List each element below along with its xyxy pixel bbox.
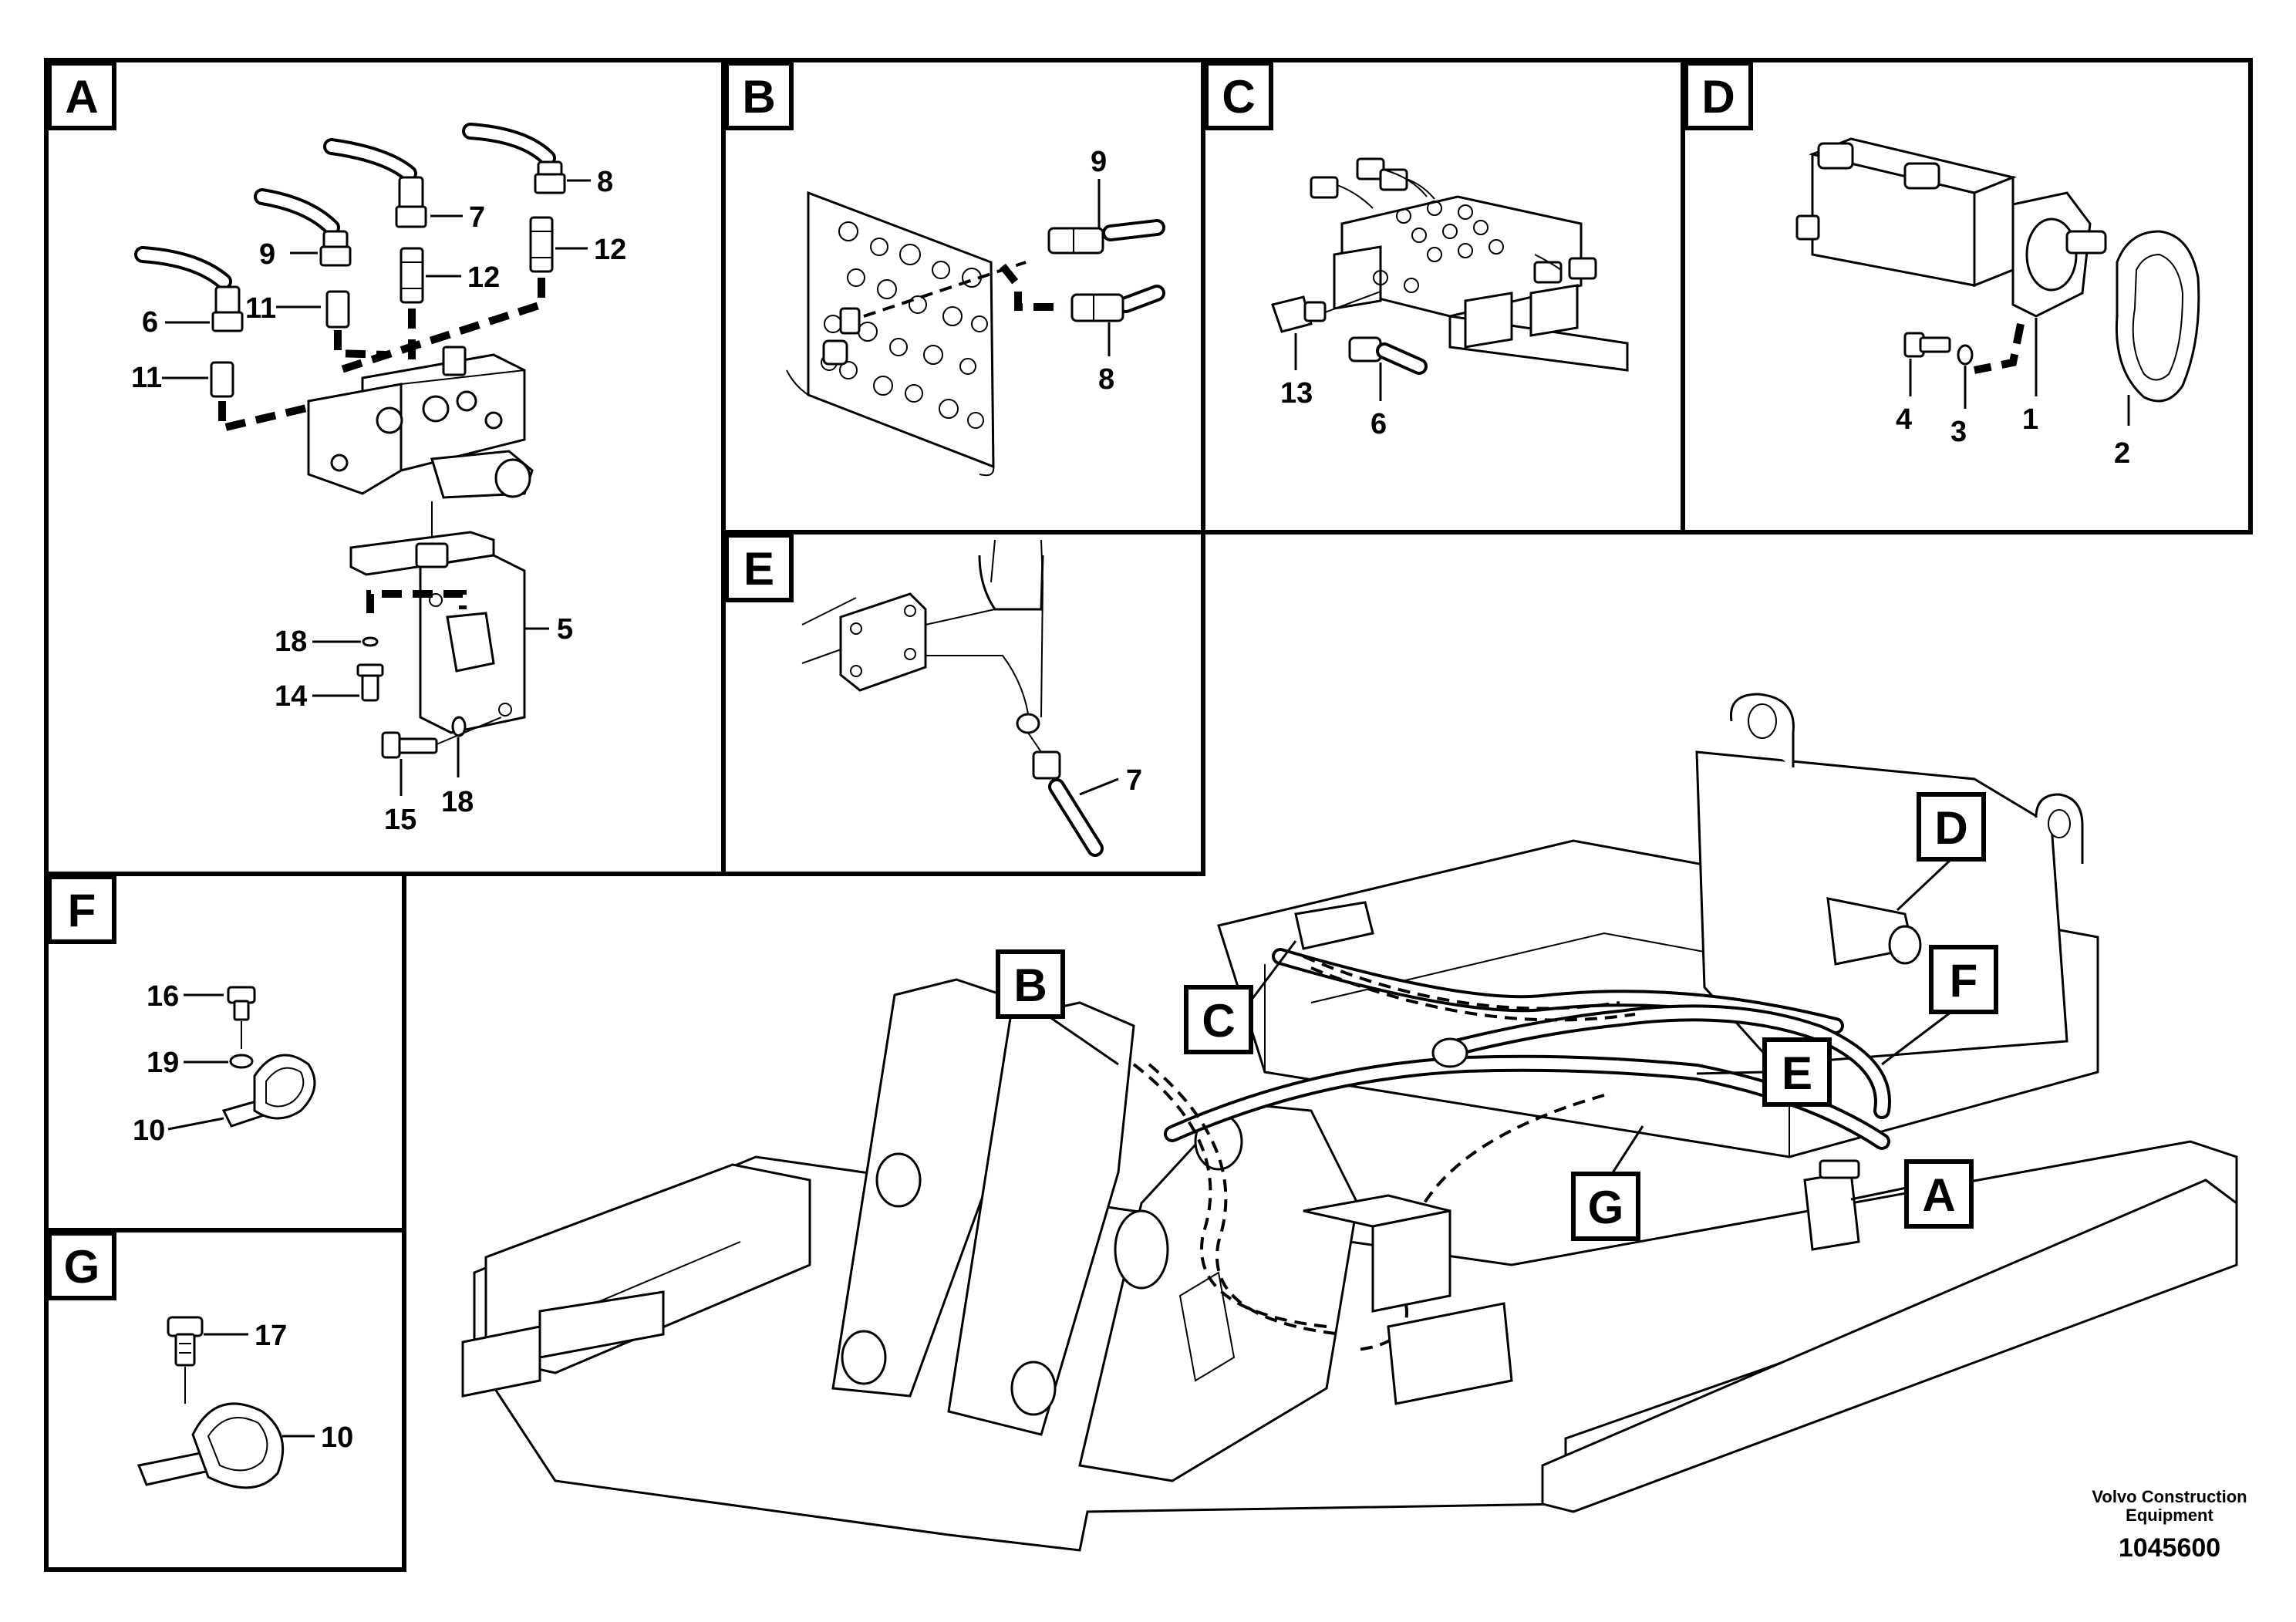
svg-text:13: 13 xyxy=(1280,377,1313,410)
svg-text:18: 18 xyxy=(275,626,307,658)
footer-brand: Volvo Construction Equipment xyxy=(2092,1487,2247,1525)
panel-tag-a: A xyxy=(47,61,116,130)
svg-text:2: 2 xyxy=(2114,437,2130,470)
panel-d-callouts: 4 3 1 2 xyxy=(1896,318,2130,470)
svg-text:G: G xyxy=(1588,1182,1624,1233)
document-number: 1045600 xyxy=(2119,1533,2220,1563)
svg-text:11: 11 xyxy=(245,292,276,325)
svg-text:B: B xyxy=(1013,959,1047,1011)
svg-text:C: C xyxy=(1202,995,1235,1047)
svg-text:F: F xyxy=(68,885,96,936)
overview-tag-c: C xyxy=(1184,940,1297,1054)
svg-text:Equipment: Equipment xyxy=(2126,1506,2213,1525)
svg-text:D: D xyxy=(1701,71,1735,123)
panel-e-drawing xyxy=(801,539,1104,857)
panel-g-drawing xyxy=(137,1316,285,1489)
svg-text:1: 1 xyxy=(2022,403,2038,436)
panel-d-drawing xyxy=(1795,137,2200,403)
svg-text:6: 6 xyxy=(1371,408,1387,440)
overview-frame-drawing xyxy=(461,693,2238,1552)
panel-e-callouts: 7 xyxy=(1079,764,1142,797)
svg-text:16: 16 xyxy=(147,980,179,1013)
panel-c-drawing xyxy=(1271,157,1629,375)
panel-b-callouts: 9 8 xyxy=(1091,146,1114,396)
panel-tag-c: C xyxy=(1204,61,1273,130)
panel-a-callouts: 8 7 12 12 9 11 6 11 5 18 14 15 18 xyxy=(131,166,626,836)
svg-text:E: E xyxy=(743,543,774,595)
svg-text:7: 7 xyxy=(1126,764,1142,797)
panel-c-callouts: 13 6 xyxy=(1280,333,1387,440)
overview-tag-g: G xyxy=(1571,1125,1644,1241)
svg-text:10: 10 xyxy=(321,1421,353,1454)
panel-g-callouts: 17 10 xyxy=(204,1320,353,1454)
svg-text:11: 11 xyxy=(131,362,162,394)
overview-tag-f: F xyxy=(1881,945,1998,1066)
svg-text:5: 5 xyxy=(557,613,573,646)
panel-tag-e: E xyxy=(724,533,794,602)
svg-text:C: C xyxy=(1222,71,1255,123)
svg-text:12: 12 xyxy=(594,234,626,266)
svg-text:12: 12 xyxy=(467,261,500,294)
svg-text:7: 7 xyxy=(469,201,485,234)
svg-text:14: 14 xyxy=(275,680,307,713)
overview-tag-a: A xyxy=(1850,1159,1974,1229)
svg-text:A: A xyxy=(1922,1169,1955,1221)
overview-tag-d: D xyxy=(1896,792,1986,912)
svg-text:15: 15 xyxy=(384,804,416,836)
svg-text:6: 6 xyxy=(142,306,158,339)
overview-tag-b: B xyxy=(996,949,1119,1066)
svg-text:G: G xyxy=(64,1241,100,1293)
svg-text:4: 4 xyxy=(1896,403,1912,436)
svg-text:19: 19 xyxy=(147,1047,179,1079)
svg-text:3: 3 xyxy=(1950,416,1967,448)
panel-tag-b: B xyxy=(724,61,794,130)
panel-tag-d: D xyxy=(1684,61,1753,130)
overview-tag-e: E xyxy=(1696,1037,1832,1107)
panel-b-drawing xyxy=(786,191,1165,477)
svg-text:B: B xyxy=(742,71,775,123)
svg-text:A: A xyxy=(65,71,98,123)
svg-text:E: E xyxy=(1782,1047,1812,1099)
svg-text:17: 17 xyxy=(255,1320,287,1352)
svg-text:8: 8 xyxy=(1098,363,1114,396)
svg-text:Volvo Construction: Volvo Construction xyxy=(2092,1487,2247,1506)
panel-a-drawing xyxy=(134,123,566,759)
svg-text:8: 8 xyxy=(597,166,613,198)
panel-frames xyxy=(44,58,2253,1572)
svg-text:18: 18 xyxy=(441,786,474,818)
svg-text:F: F xyxy=(1950,955,1978,1007)
svg-text:D: D xyxy=(1934,802,1967,854)
svg-text:9: 9 xyxy=(1091,146,1107,178)
panel-f-drawing xyxy=(221,986,316,1128)
svg-text:10: 10 xyxy=(133,1114,165,1147)
panel-tag-g: G xyxy=(47,1231,116,1300)
panel-tag-f: F xyxy=(47,875,116,944)
svg-text:9: 9 xyxy=(259,238,275,271)
panel-f-callouts: 16 19 10 xyxy=(133,980,228,1147)
